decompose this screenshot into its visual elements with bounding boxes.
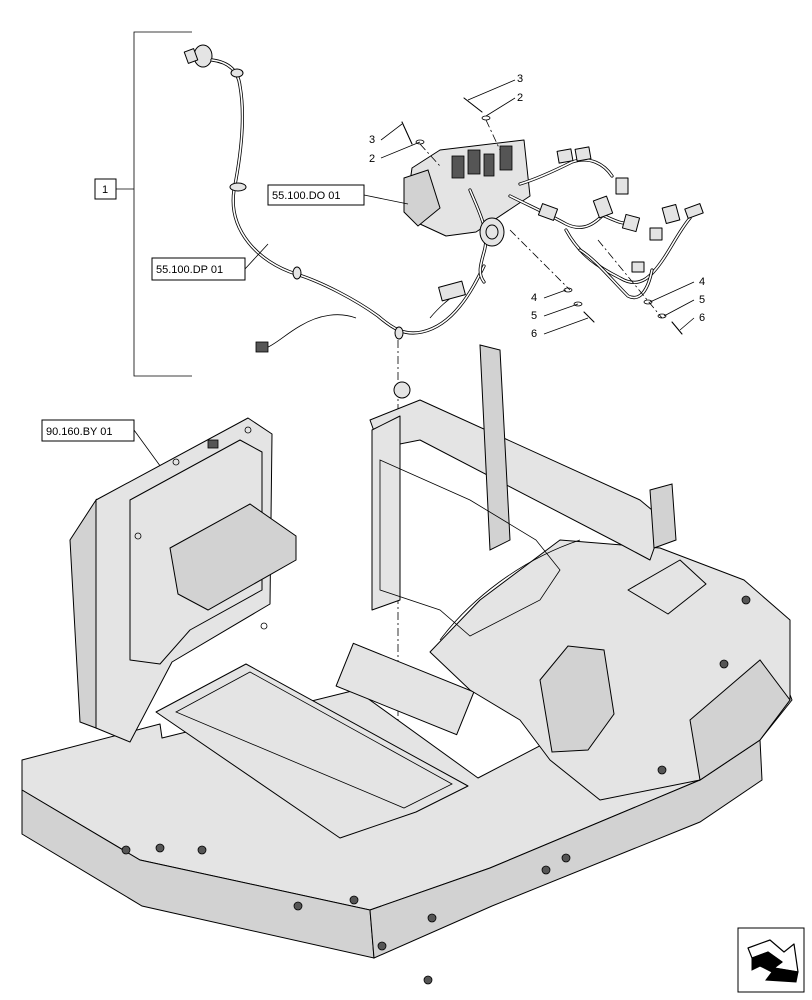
- seat-mount: [539, 645, 615, 753]
- callout-number: 3: [369, 134, 375, 146]
- mount-bolt: [197, 845, 207, 855]
- floor-hatch: [335, 642, 475, 736]
- branch-connector: [255, 341, 269, 353]
- mount-bolt: [741, 595, 751, 605]
- callout-number: 6: [699, 312, 705, 324]
- harness-clip: [292, 266, 302, 280]
- floor-recess: [155, 663, 469, 839]
- connector-cluster: [403, 139, 704, 300]
- cab-platform: [21, 344, 793, 985]
- callout-number: 6: [531, 328, 537, 340]
- branch-connector: [438, 280, 466, 302]
- plug-connector: [574, 146, 592, 162]
- plug-connector: [537, 203, 559, 221]
- bolt: [401, 121, 413, 145]
- fender-pad: [627, 559, 707, 615]
- harness-clip: [394, 326, 404, 340]
- reference-connector-group[interactable]: 55.100.DO 01: [267, 184, 409, 206]
- callout-number: 5: [531, 310, 537, 322]
- callout-number: 3: [517, 73, 523, 85]
- callout-number: 5: [699, 294, 705, 306]
- mount-bolt: [423, 975, 433, 985]
- mount-bolt: [293, 901, 303, 911]
- callout-number: 4: [699, 276, 705, 288]
- rear-post: [479, 344, 511, 551]
- reference-harness-group[interactable]: 55.100.DP 01: [151, 243, 269, 281]
- left-post: [371, 415, 401, 611]
- mount-bolt: [155, 843, 165, 853]
- navigation-arrow-icon[interactable]: [737, 927, 805, 993]
- plug-connector: [684, 203, 704, 219]
- plug-connector: [621, 213, 641, 233]
- bolt: [583, 311, 595, 323]
- rear-wall-frame: [369, 399, 665, 561]
- plug-connector: [556, 148, 574, 164]
- callout-number: 2: [369, 153, 375, 165]
- bolt: [671, 321, 683, 335]
- harness-grommet: [393, 381, 411, 399]
- plug-connector: [649, 227, 663, 241]
- side-post: [649, 483, 677, 549]
- reference-label: 55.100.DO 01: [272, 190, 341, 202]
- callout-leaders: [380, 79, 695, 335]
- callout-number: 4: [531, 292, 537, 304]
- harness-clip: [230, 68, 244, 78]
- plug-connector: [615, 177, 629, 195]
- plug-connector: [631, 261, 645, 273]
- mount-bolt: [561, 853, 571, 863]
- callout-number: 2: [517, 92, 523, 104]
- mount-bolt: [719, 659, 729, 669]
- plug-connector: [592, 195, 614, 219]
- console-window: [169, 503, 297, 611]
- mount-bolt: [541, 865, 551, 875]
- bolt: [463, 97, 483, 113]
- mount-bolt: [349, 895, 359, 905]
- item-group-box[interactable]: [94, 178, 117, 200]
- mount-bolt: [657, 765, 667, 775]
- harness-clip: [229, 182, 247, 192]
- reference-label: 55.100.DP 01: [156, 264, 223, 276]
- item-group-label: 1: [102, 184, 108, 196]
- main-harness: [183, 44, 486, 353]
- mount-bolt: [377, 941, 387, 951]
- reference-label: 90.160.BY 01: [46, 426, 112, 438]
- group-bracket: 1: [94, 31, 192, 377]
- plug-connector: [661, 203, 681, 225]
- mount-bolt: [427, 913, 437, 923]
- mount-bolt: [121, 845, 131, 855]
